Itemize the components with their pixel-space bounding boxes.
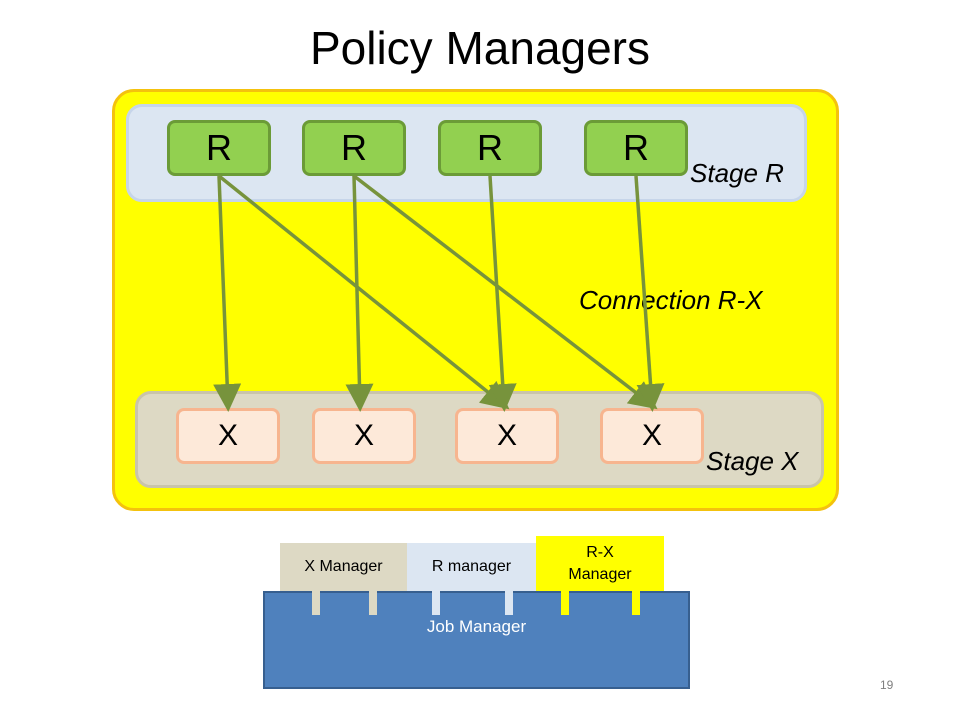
- x-manager-connector: [369, 591, 377, 615]
- connection-label: Connection R-X: [579, 285, 763, 315]
- r-node[interactable]: R: [302, 120, 406, 176]
- r-manager-connector: [505, 591, 513, 615]
- rx-manager-connector: [632, 591, 640, 615]
- rx-manager-label: R-X Manager: [568, 543, 632, 583]
- r-node[interactable]: R: [584, 120, 688, 176]
- x-node[interactable]: X: [455, 408, 559, 464]
- page-title: Policy Managers: [309, 22, 651, 74]
- rx-manager-connector: [561, 591, 569, 615]
- x-node[interactable]: X: [600, 408, 704, 464]
- x-manager[interactable]: X Manager: [280, 543, 407, 591]
- x-manager-connector: [312, 591, 320, 615]
- r-node[interactable]: R: [167, 120, 271, 176]
- r-manager-connector: [432, 591, 440, 615]
- r-node[interactable]: R: [438, 120, 542, 176]
- job-manager-label: Job Manager: [426, 617, 527, 636]
- page-number: 19: [880, 678, 894, 692]
- x-node[interactable]: X: [312, 408, 416, 464]
- r-manager[interactable]: R manager: [407, 543, 536, 591]
- stage-x-label: Stage X: [706, 446, 799, 476]
- job-manager-box: [263, 591, 690, 689]
- rx-manager[interactable]: R-X Manager: [536, 536, 664, 591]
- x-node[interactable]: X: [176, 408, 280, 464]
- stage-r-label: Stage R: [690, 158, 784, 188]
